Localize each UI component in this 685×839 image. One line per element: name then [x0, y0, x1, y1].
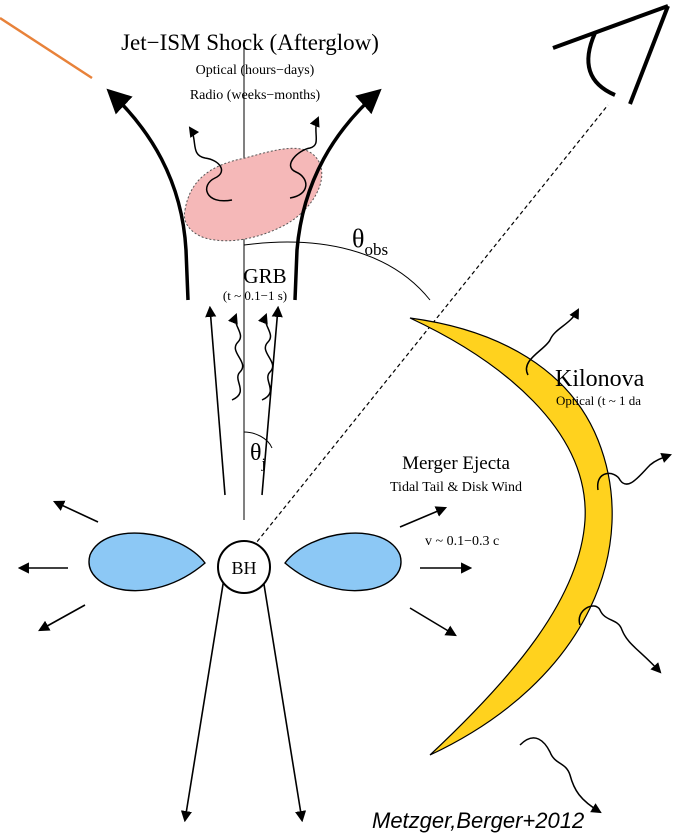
kilonova-sub-label: Optical (t ~ 1 da — [556, 393, 641, 408]
jet-wall-left — [110, 92, 188, 300]
merger-ejecta-label: Merger Ejecta — [402, 453, 510, 474]
counter-jet-left — [185, 572, 225, 820]
jet-arrow-left — [210, 308, 225, 495]
kilonova-label: Kilonova — [555, 366, 645, 392]
kilonova-wave-3 — [579, 606, 660, 672]
theta-obs-label: θobs — [352, 224, 388, 259]
grb-wave-left — [232, 315, 243, 400]
ejecta-arrow-ur — [400, 508, 445, 527]
ejecta-lobe-right — [285, 533, 401, 591]
jet-wall-right — [295, 92, 378, 300]
ejecta-arrow-ul — [55, 502, 98, 522]
radio-label: Radio (weeks−months) — [190, 88, 321, 103]
observer-eye-icon — [553, 6, 668, 104]
bh-label: BH — [231, 558, 256, 578]
credit-label: Metzger,Berger+2012 — [372, 808, 584, 833]
annotation-line — [0, 18, 92, 78]
grb-time-label: (t ~ 0.1−1 s) — [223, 288, 287, 303]
counter-jet-right — [262, 572, 302, 820]
grb-label: GRB — [243, 264, 286, 288]
title: Jet−ISM Shock (Afterglow) — [121, 30, 379, 55]
ejecta-arrow-ll — [40, 605, 85, 630]
theta-j-label: θj — [250, 440, 266, 472]
optical-label: Optical (hours−days) — [196, 63, 315, 78]
kilonova-wave-4 — [520, 738, 600, 812]
ejecta-arrow-lr — [410, 608, 455, 635]
tidal-tail-label: Tidal Tail & Disk Wind — [390, 480, 522, 495]
ejecta-lobe-left — [89, 533, 205, 591]
velocity-label: v ~ 0.1−0.3 c — [425, 534, 499, 549]
